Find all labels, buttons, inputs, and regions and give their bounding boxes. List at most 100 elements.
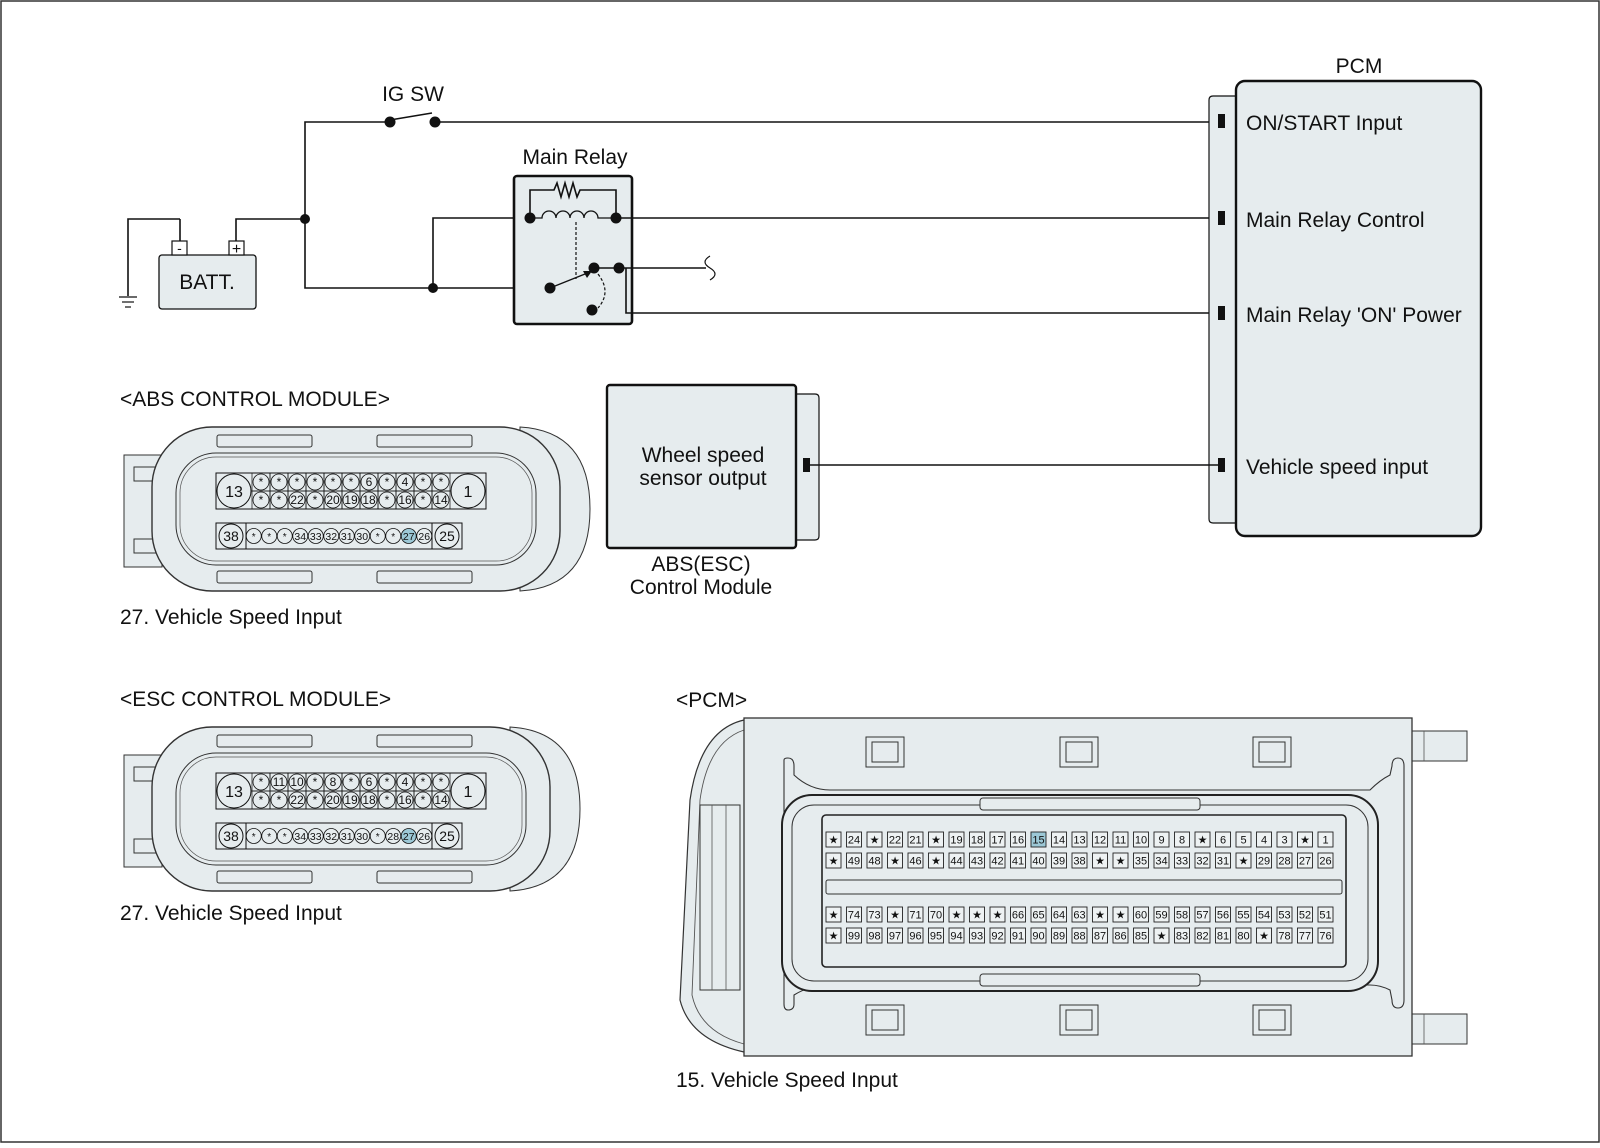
connector-pin	[414, 773, 432, 791]
pin-label: 19	[344, 793, 358, 807]
pcm-pin	[907, 852, 924, 869]
pin-label: 22	[290, 493, 304, 507]
pcm-pin	[1256, 831, 1272, 848]
pcm-pin	[1297, 831, 1313, 848]
pcm-pin	[866, 906, 883, 923]
pcm-pin-label: 8	[1179, 835, 1185, 847]
pcm-pin-label: 65	[1032, 910, 1044, 922]
pcm-pin-label: 51	[1319, 910, 1331, 922]
pcm-pin-label: 88	[1073, 931, 1085, 943]
pin-label: *	[391, 532, 395, 543]
pcm-pin	[825, 906, 842, 923]
pcm-pin	[1051, 927, 1067, 944]
pcm-pin-label: 22	[889, 835, 901, 847]
pcm-pin	[948, 831, 965, 848]
pin-label: 13	[225, 484, 243, 501]
pcm-pin	[1174, 927, 1190, 944]
pcm-pin-label: 21	[909, 835, 921, 847]
pcm-pin	[1112, 831, 1129, 848]
pin-label: *	[421, 475, 426, 489]
pcm-pin	[846, 927, 862, 944]
pcm-pin	[969, 906, 985, 923]
pcm-pin-label: 34	[1155, 856, 1167, 868]
pcm-pin	[1215, 852, 1231, 869]
pcm-pin	[948, 927, 965, 944]
connector-pin	[288, 773, 306, 791]
pcm-pin-label: ★	[1259, 931, 1269, 943]
battery-positive-label: +	[232, 241, 241, 258]
connector-pin	[261, 528, 278, 544]
pin-label: 32	[325, 531, 337, 543]
pcm-pin-label: 24	[848, 835, 860, 847]
pcm-pin	[1256, 927, 1272, 944]
pcm-pin	[1133, 831, 1149, 848]
pcm-pin-label: 60	[1135, 910, 1147, 922]
connector-pin	[245, 528, 262, 544]
pin-label: 33	[310, 831, 322, 843]
pcm-pin-main-relay-power	[1218, 306, 1225, 320]
pcm-pin-label: 93	[971, 931, 983, 943]
pcm-pin	[1174, 831, 1190, 848]
pcm-pin-on-start	[1218, 114, 1225, 128]
connector-pin	[324, 791, 342, 809]
pcm-pin	[1010, 852, 1026, 869]
pcm-pin	[1215, 927, 1231, 944]
pcm-pin-label: 49	[848, 856, 860, 868]
pcm-pin	[866, 927, 883, 944]
connector-pin	[338, 528, 355, 544]
pin-label: 27	[403, 531, 415, 543]
pin-label: *	[376, 532, 380, 543]
pcm-pin-label: ★	[890, 856, 900, 868]
pin-label: 4	[402, 775, 409, 789]
pcm-pin-label: 77	[1299, 931, 1311, 943]
pcm-pin-label: ★	[1300, 835, 1310, 847]
pin-label: 16	[398, 793, 412, 807]
connector-pin	[323, 828, 340, 844]
pcm-pin	[1297, 852, 1313, 869]
pin-label: 27	[403, 831, 415, 843]
pcm-pin-label: 40	[1032, 856, 1044, 868]
connector-pin	[396, 773, 414, 791]
pcm-pin-label: ★	[1095, 910, 1105, 922]
connector-pin	[432, 473, 450, 491]
pin-label: 13	[225, 784, 243, 801]
pcm-pin-label: 19	[950, 835, 962, 847]
pin-label: 25	[439, 528, 455, 544]
pcm-pin	[1153, 906, 1170, 923]
pcm-pin-label: 81	[1217, 931, 1229, 943]
pcm-pin-label: ★	[952, 910, 962, 922]
pcm-pin-label: 59	[1155, 910, 1167, 922]
connector-pin	[261, 828, 278, 844]
pin-label: 26	[418, 831, 430, 843]
pcm-pin-label: 64	[1053, 910, 1065, 922]
pin-label: *	[376, 832, 380, 843]
pcm-pin-label: ★	[829, 910, 839, 922]
pin-label: *	[267, 532, 271, 543]
pcm-pin	[1030, 852, 1047, 869]
pin-label: *	[313, 475, 318, 489]
abs-output-pin	[803, 458, 810, 472]
pin-label: 10	[290, 775, 304, 789]
abs-esc-module: Wheel speed sensor output ABS(ESC) Contr…	[605, 383, 820, 599]
pin-label: 18	[362, 793, 376, 807]
pin-label: *	[421, 493, 426, 507]
main-relay-label: Main Relay	[522, 146, 628, 169]
connector-pin	[324, 473, 342, 491]
pcm-pin	[1092, 852, 1108, 869]
battery-negative-terminal	[171, 240, 188, 256]
pcm-pin	[928, 831, 944, 848]
pcm-pin	[1112, 852, 1129, 869]
pcm-pin-label: 11	[1115, 835, 1126, 847]
pcm-pin-label: ★	[972, 910, 982, 922]
connector-pin	[270, 791, 288, 809]
pin-label: *	[421, 775, 426, 789]
pcm-pin	[948, 852, 965, 869]
pcm-pin-label: 90	[1032, 931, 1044, 943]
pcm-pin	[907, 927, 924, 944]
pcm-connector-caption: 15. Vehicle Speed Input	[676, 1069, 898, 1092]
pcm-pin	[1317, 831, 1334, 848]
pcm-pin-vehicle-speed	[1218, 458, 1225, 472]
pcm-pin	[907, 906, 924, 923]
pin-label: *	[385, 493, 390, 507]
